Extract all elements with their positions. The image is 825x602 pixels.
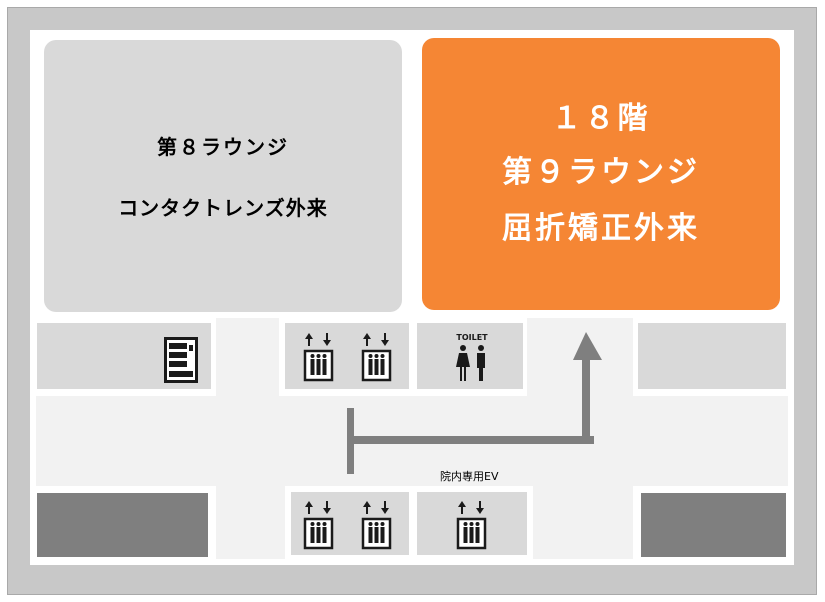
lounge-8-room[interactable]: 第８ラウンジ コンタクトレンズ外来 xyxy=(44,40,402,312)
lounge-9-room[interactable]: １８階 第９ラウンジ 屈折矯正外来 xyxy=(422,38,780,310)
right-room-upper xyxy=(638,323,786,389)
bottom-left-room xyxy=(37,493,208,557)
restroom-area xyxy=(417,323,523,389)
floor-number: １８階 xyxy=(551,101,651,136)
restroom-icon: TOILET xyxy=(456,333,488,381)
elevator-icon xyxy=(361,501,392,550)
elevator-icon xyxy=(303,333,334,382)
lounge-9-title: 第９ラウンジ xyxy=(502,155,700,190)
elevator-icon xyxy=(361,333,392,382)
staff-elevator-label: 院内専用EV xyxy=(440,470,499,483)
bottom-right-room xyxy=(641,493,786,557)
elevator-icon xyxy=(456,501,487,550)
vending-machine-icon xyxy=(164,337,198,383)
lounge-8-title: 第８ラウンジ xyxy=(157,135,289,159)
elevator-icon xyxy=(303,501,334,550)
route-arrow-icon xyxy=(347,332,602,474)
toilet-label: TOILET xyxy=(456,333,488,342)
lounge-8-department: コンタクトレンズ外来 xyxy=(118,196,328,220)
lounge-9-department: 屈折矯正外来 xyxy=(502,211,700,246)
